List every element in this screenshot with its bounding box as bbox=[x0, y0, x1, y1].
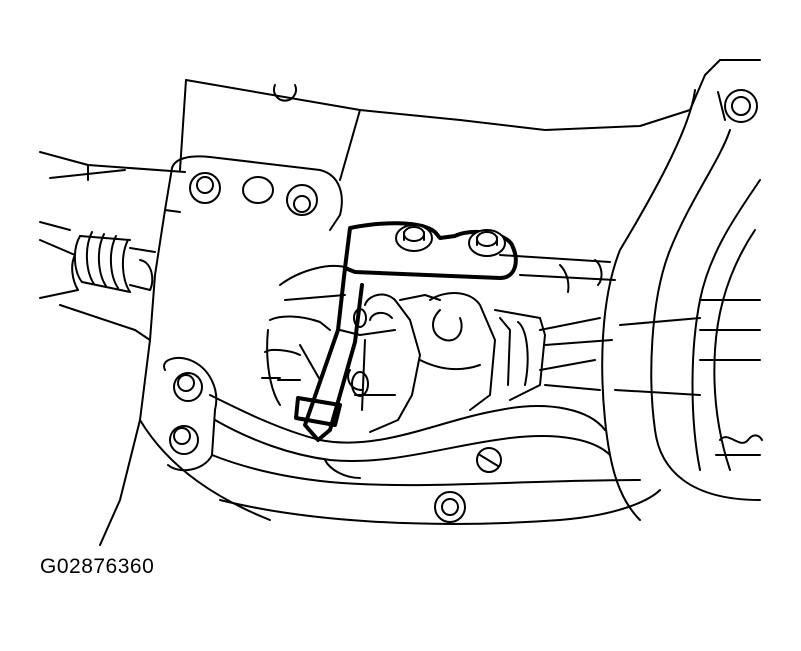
lower-right-bolt-icon bbox=[476, 447, 502, 473]
lower-center-bolt-icon bbox=[434, 491, 466, 523]
upper-hole-icon bbox=[273, 84, 297, 102]
lower-bolt-1-inner-icon bbox=[177, 374, 195, 392]
upper-right-bolt-icon bbox=[717, 89, 758, 123]
mount-hole-3-inner-icon bbox=[293, 195, 311, 213]
bellows-boot-icon bbox=[39, 231, 156, 341]
lower-bolt-2-icon bbox=[169, 425, 199, 455]
figure-id-label: G02876360 bbox=[40, 555, 155, 578]
mount-hole-1-inner-icon bbox=[196, 176, 214, 194]
subframe-outline bbox=[209, 394, 661, 525]
bracket-stud-icon bbox=[351, 308, 369, 397]
mount-hole-3-icon bbox=[286, 184, 318, 216]
right-frame-outline bbox=[601, 89, 763, 521]
mount-hole-1-icon bbox=[189, 172, 221, 204]
body-panel-outline bbox=[39, 59, 761, 231]
lower-bolt-2-inner-icon bbox=[173, 427, 191, 445]
bracket-bolt-1-icon bbox=[395, 224, 433, 252]
mount-housing bbox=[261, 254, 616, 433]
lower-bolt-1-icon bbox=[173, 372, 203, 402]
upper-mount-plate bbox=[149, 155, 343, 341]
mount-hole-2-icon bbox=[242, 176, 274, 204]
lower-left-mount bbox=[99, 339, 271, 546]
bracket-bolt-2-icon bbox=[468, 229, 506, 257]
